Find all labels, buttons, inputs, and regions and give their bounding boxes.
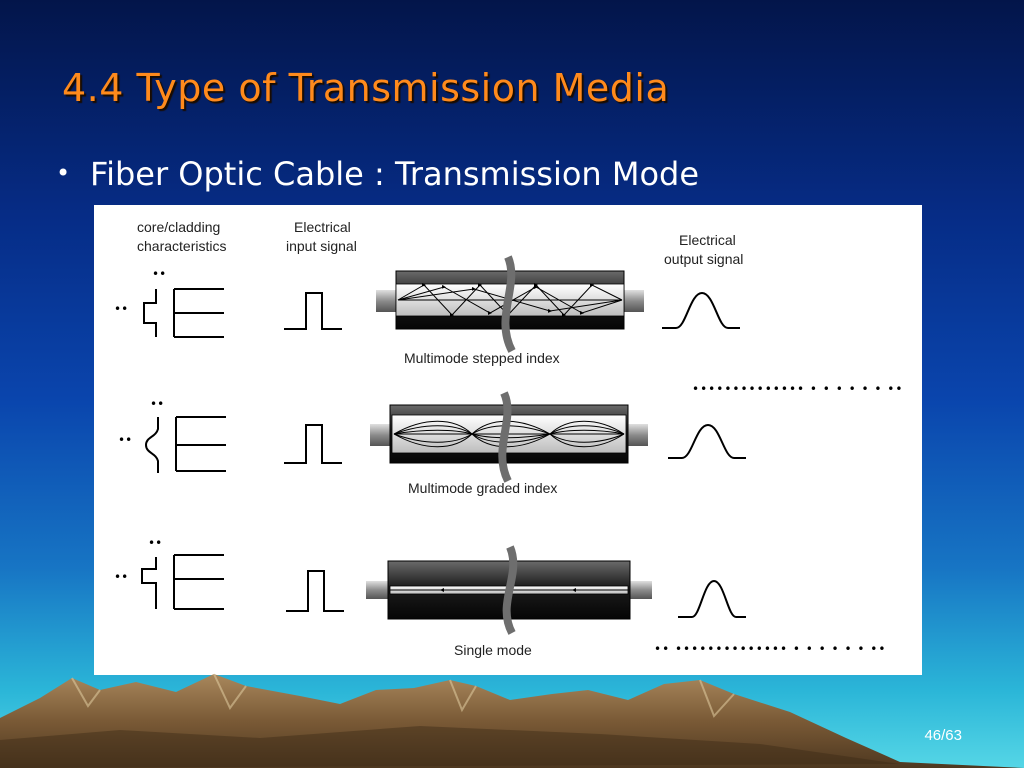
row-label-graded-index: Multimode graded index <box>408 480 557 496</box>
index-profile-stepped-icon: •• •• <box>114 267 224 338</box>
svg-text:••: •• <box>114 570 128 584</box>
output-pulse-2 <box>668 423 746 459</box>
svg-text:••: •• <box>148 536 162 550</box>
header-core-cladding-line1: core/cladding <box>137 219 220 235</box>
svg-text:••: •• <box>118 433 132 447</box>
row-label-stepped-index: Multimode stepped index <box>404 350 560 366</box>
mountain-range-decoration <box>0 673 1024 768</box>
svg-text:••: •• <box>150 397 164 411</box>
header-input-line1: Electrical <box>294 219 351 235</box>
header-output-line2: output signal <box>664 251 743 267</box>
diagram-canvas: core/cladding characteristics Electrical… <box>114 219 903 658</box>
header-output-line1: Electrical <box>679 232 736 248</box>
fiber-mode-diagram: core/cladding characteristics Electrical… <box>94 205 922 675</box>
output-pulse-1 <box>662 291 740 329</box>
bullet-item: • Fiber Optic Cable : Transmission Mode <box>56 155 699 193</box>
output-pulse-3 <box>678 579 746 618</box>
row-stepped-index: •• •• Multimode stepped index <box>114 255 740 366</box>
input-pulse-1 <box>284 292 342 330</box>
input-pulse-2 <box>284 424 342 464</box>
row-graded-index: •• •• Multi <box>118 382 903 496</box>
fiber-graded-index <box>370 391 648 483</box>
dotted-separator-icon: •• •••••••••••••• • • • • • • •• <box>654 642 886 656</box>
bullet-dot-icon: • <box>56 159 71 187</box>
fiber-stepped-index <box>376 255 644 353</box>
index-profile-graded-icon: •• •• <box>118 397 226 473</box>
header-input-line2: input signal <box>286 238 357 254</box>
row-label-single-mode: Single mode <box>454 642 532 658</box>
slide-title: 4.4 Type of Transmission Media <box>62 66 670 110</box>
fiber-single-mode <box>366 545 652 635</box>
bullet-text: Fiber Optic Cable : Transmission Mode <box>90 155 700 193</box>
dotted-separator-icon: •••••••••••••• • • • • • • •• <box>692 382 903 396</box>
index-profile-single-icon: •• •• <box>114 536 224 610</box>
header-core-cladding-line2: characteristics <box>137 238 226 254</box>
row-single-mode: •• •• Single mode •• •••••••••••••• • • … <box>114 536 886 658</box>
svg-text:••: •• <box>114 302 128 316</box>
svg-text:••: •• <box>152 267 166 281</box>
input-pulse-3 <box>286 570 344 612</box>
page-number: 46/63 <box>924 727 962 744</box>
